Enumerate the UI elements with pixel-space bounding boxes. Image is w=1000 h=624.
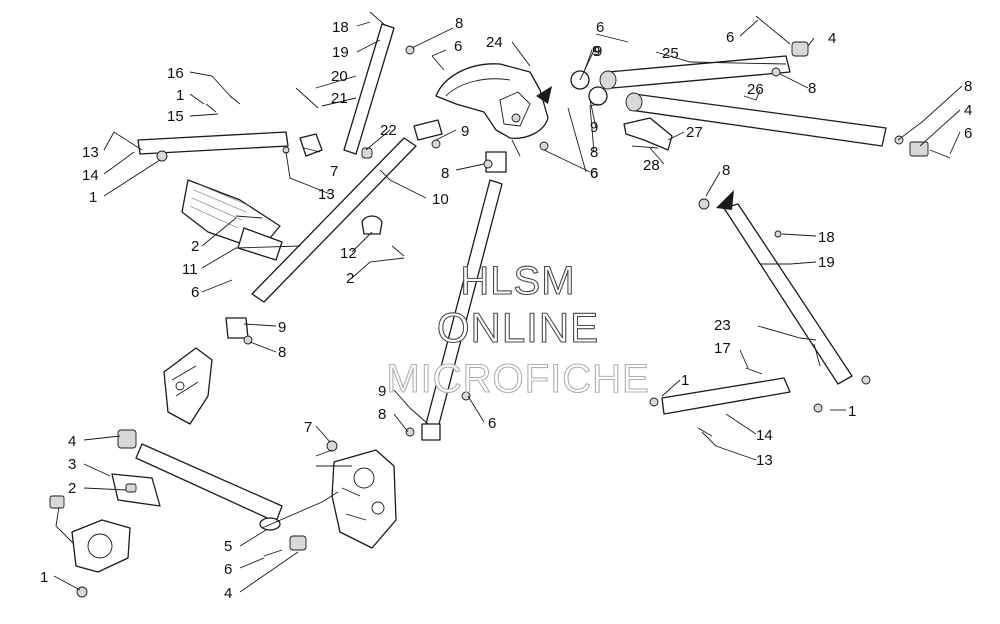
support-tube-upper [570,55,791,90]
callout-label: 14 [756,427,773,444]
callout-label: 6 [224,561,232,578]
callout-label: 8 [278,344,286,361]
bracket-27 [623,117,673,151]
steering-column-parts [49,11,951,598]
right-tube-hardware [755,15,951,159]
callout-label: 8 [808,80,816,97]
callout-label: 9 [592,43,600,60]
callout-label: 27 [686,124,703,141]
callout-label: 8 [455,15,463,32]
arm-upper-small [343,11,415,159]
gearbox-lower-left [163,347,213,425]
callout-label: 1 [40,569,48,586]
callout-label: 4 [828,30,836,47]
callout-label: 8 [590,144,598,161]
gearbox-center [331,449,397,549]
callout-label: 14 [82,167,99,184]
callout-label: 8 [722,162,730,179]
control-module [181,179,283,261]
callout-label: 11 [182,261,198,278]
callout-label: 6 [964,125,972,142]
callout-label: 2 [346,270,354,287]
callout-label: 20 [331,68,348,85]
lower-hardware [263,440,338,557]
callout-label: 8 [378,406,386,423]
callout-label: 8 [964,78,972,95]
watermark: HLSM ONLINE MICROFICHE [386,258,649,401]
callout-label: 13 [318,186,335,203]
callout-label: 9 [594,43,602,60]
callout-label: 17 [714,340,731,357]
callout-label: 28 [643,157,660,174]
callout-label: 1 [176,87,184,104]
watermark-line-2: ONLINE [437,304,599,351]
callout-label: 13 [82,144,99,161]
callout-label: 6 [590,165,598,182]
watermark-line-3: MICROFICHE [386,357,649,401]
steering-shaft-lower [421,151,507,441]
misc-fasteners [205,55,659,437]
callout-label: 4 [224,585,232,602]
callout-label: 22 [380,122,397,139]
callout-label: 6 [488,415,496,432]
callout-label: 6 [454,38,462,55]
column-housing [435,63,552,157]
callout-label: 6 [191,284,199,301]
callout-label: 6 [596,19,604,36]
callout-label: 9 [590,119,598,136]
callout-label: 26 [747,81,764,98]
callout-label: 19 [818,254,835,271]
motor-assembly [49,495,131,598]
callout-label: 9 [461,123,469,140]
callout-label: 23 [714,317,731,334]
callout-label: 4 [68,433,76,450]
callout-label: 1 [848,403,856,420]
callout-label: 6 [590,165,598,182]
callout-label: 21 [331,90,348,107]
callout-label: 10 [432,191,449,208]
callout-label: 5 [224,538,232,555]
callout-label: 12 [340,245,357,262]
steering-shaft-upper [225,119,443,339]
callout-label: 25 [662,45,679,62]
callout-label: 4 [964,102,972,119]
watermark-line-1: HLSM [460,259,575,303]
callout-label: 9 [378,383,386,400]
callout-label: 18 [818,229,835,246]
callout-label: 3 [68,456,76,473]
callout-label: 16 [167,65,184,82]
callout-label: 13 [756,452,773,469]
callout-label: 7 [330,163,338,180]
callout-label: 24 [486,34,503,51]
bracket-3 [111,473,161,507]
brace-upper-left [137,131,323,162]
brace-lower-right [649,367,871,437]
callout-label: 9 [278,319,286,336]
callout-label: 1 [681,372,689,389]
arm-right [698,190,853,385]
callout-label: 1 [89,189,97,206]
callout-label: 7 [304,419,312,436]
callout-label: 2 [191,238,199,255]
callout-label: 6 [726,29,734,46]
leader-lines [53,19,963,593]
clamp-12 [361,215,405,257]
brace-lower-long [117,429,283,531]
callout-label: 19 [332,44,349,61]
callout-labels: 18 8 19 6 20 21 24 6 9 25 6 4 16 1 15 13… [40,15,972,602]
callout-label: 18 [332,19,349,36]
callout-label: 8 [441,165,449,182]
support-tube-lower [588,86,887,147]
callout-label: 2 [68,480,76,497]
callout-label: 15 [167,108,184,125]
